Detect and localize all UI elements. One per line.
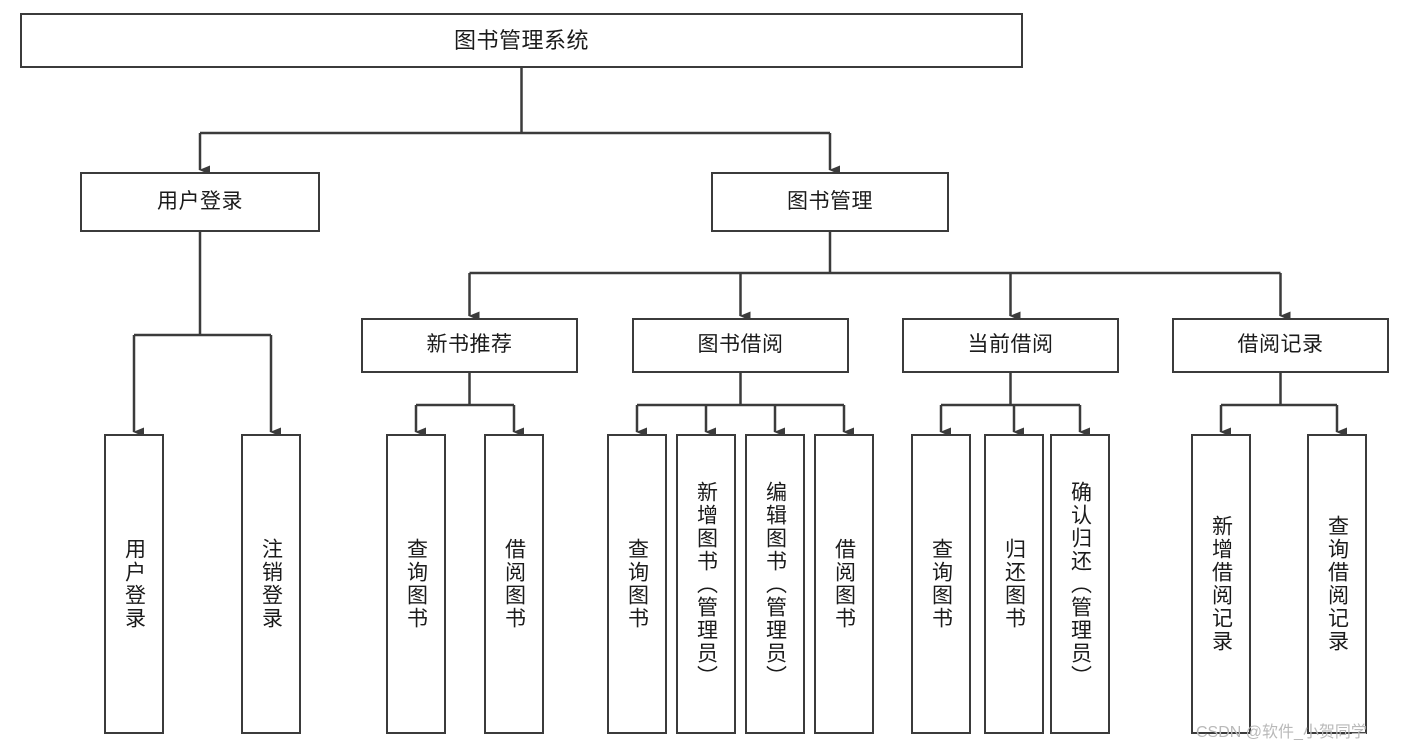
node-l_query2[interactable]: 查询图书 bbox=[607, 434, 667, 734]
node-l_borrow1[interactable]: 借阅图书 bbox=[484, 434, 544, 734]
node-borrow[interactable]: 图书借阅 bbox=[632, 318, 849, 373]
node-label: 借阅记录 bbox=[1237, 333, 1324, 357]
node-label: 注销登录 bbox=[259, 538, 283, 630]
node-label: 新书推荐 bbox=[426, 333, 513, 357]
node-label: 新增借阅记录 bbox=[1209, 515, 1233, 653]
node-l_query1[interactable]: 查询图书 bbox=[386, 434, 446, 734]
edge-group bbox=[132, 68, 1347, 437]
node-label: 归还图书 bbox=[1002, 538, 1026, 630]
node-label: 图书借阅 bbox=[697, 333, 784, 357]
node-label: 查询图书 bbox=[625, 538, 649, 630]
node-label: 新增图书（管理员） bbox=[694, 480, 718, 688]
node-login[interactable]: 用户登录 bbox=[80, 172, 320, 232]
node-l_return[interactable]: 归还图书 bbox=[984, 434, 1044, 734]
node-l_borrow2[interactable]: 借阅图书 bbox=[814, 434, 874, 734]
node-l_queryrec[interactable]: 查询借阅记录 bbox=[1307, 434, 1367, 734]
node-newrec[interactable]: 新书推荐 bbox=[361, 318, 578, 373]
node-current[interactable]: 当前借阅 bbox=[902, 318, 1119, 373]
node-label: 借阅图书 bbox=[832, 538, 856, 630]
node-label: 当前借阅 bbox=[967, 333, 1054, 357]
node-l_logout[interactable]: 注销登录 bbox=[241, 434, 301, 734]
node-l_add[interactable]: 新增图书（管理员） bbox=[676, 434, 736, 734]
node-l_edit[interactable]: 编辑图书（管理员） bbox=[745, 434, 805, 734]
node-l_addrec[interactable]: 新增借阅记录 bbox=[1191, 434, 1251, 734]
node-label: 查询借阅记录 bbox=[1325, 515, 1349, 653]
node-bookmgmt[interactable]: 图书管理 bbox=[711, 172, 949, 232]
node-label: 用户登录 bbox=[157, 189, 243, 213]
node-label: 借阅图书 bbox=[502, 538, 526, 630]
node-label: 编辑图书（管理员） bbox=[763, 480, 787, 688]
node-l_query3[interactable]: 查询图书 bbox=[911, 434, 971, 734]
node-root[interactable]: 图书管理系统 bbox=[20, 13, 1023, 68]
node-label: 用户登录 bbox=[122, 538, 146, 630]
node-label: 图书管理 bbox=[787, 189, 873, 213]
node-records[interactable]: 借阅记录 bbox=[1172, 318, 1389, 373]
node-label: 查询图书 bbox=[929, 538, 953, 630]
node-label: 确认归还（管理员） bbox=[1068, 480, 1092, 688]
node-l_confirm[interactable]: 确认归还（管理员） bbox=[1050, 434, 1110, 734]
node-label: 查询图书 bbox=[404, 538, 428, 630]
watermark: CSDN @软件_小贺同学 bbox=[1196, 724, 1367, 741]
node-l_login[interactable]: 用户登录 bbox=[104, 434, 164, 734]
node-label: 图书管理系统 bbox=[453, 27, 589, 53]
